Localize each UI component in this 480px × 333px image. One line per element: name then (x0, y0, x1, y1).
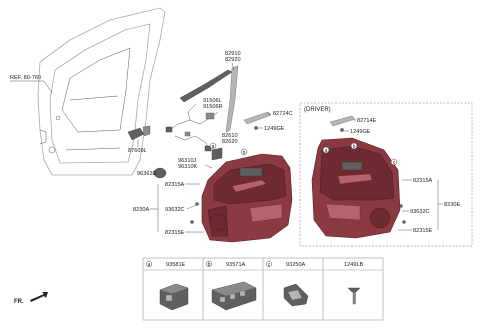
label-8230e: 8230E (444, 202, 460, 208)
door-trim-driver (311, 137, 401, 239)
clip-93632c-a2 (190, 220, 194, 224)
label-82920: 82920 (225, 57, 241, 63)
label-8230a: 8230A (133, 207, 149, 213)
table-code-93250a: 93250A (286, 262, 306, 268)
clip-93632c-b2 (402, 220, 406, 224)
table-code-93581e: 93581E (166, 262, 186, 268)
door-trim-front (201, 153, 293, 243)
callout-a-text: a (212, 144, 215, 150)
table-callout-a (145, 260, 153, 268)
table-callout-c (265, 260, 273, 268)
wiring-harness (165, 103, 219, 152)
latch-82610 (211, 147, 223, 161)
clip-93632c-b (399, 204, 403, 208)
trim-strip-82714e (329, 115, 356, 127)
table-code-93571a: 93571A (226, 262, 246, 268)
callout-b-front[interactable] (240, 148, 248, 156)
label-82315e-a: 82315E (165, 230, 185, 236)
parts-table (142, 257, 384, 321)
label-82620: 82620 (222, 139, 238, 145)
speaker-96363d (153, 167, 167, 179)
callout-b-driver-text: b (353, 144, 356, 150)
bracket-87609l (127, 125, 151, 141)
label-93632c-b: 93632C (410, 209, 430, 215)
leader-93632c-a (186, 204, 197, 210)
label-82610: 82610 (222, 133, 238, 139)
ref-label[interactable]: REF. 80-760 (10, 75, 41, 81)
label-96310k: 96310K (178, 164, 198, 170)
screw-1249ge-a (254, 126, 258, 130)
label-87609l: 87609L (128, 148, 147, 154)
part-image-93571a (211, 281, 257, 311)
front-arrow-icon (30, 292, 48, 302)
ref-leader (43, 80, 53, 94)
label-93632c-a: 93632C (165, 207, 185, 213)
callout-a-driver-text: a (325, 148, 328, 154)
label-82315a-b: 82315A (413, 178, 433, 184)
callout-c-driver[interactable] (390, 158, 398, 166)
callout-b-driver[interactable] (350, 142, 358, 150)
part-image-93250a (283, 283, 309, 307)
callout-b-text: b (243, 150, 246, 156)
label-82315a-a: 82315A (165, 182, 185, 188)
label-1249ge-a: 1249GE (264, 126, 285, 132)
label-82315e-b: 82315E (413, 228, 433, 234)
label-82724c: 82724C (273, 111, 293, 117)
label-1249ge-b: 1249GE (350, 129, 371, 135)
callout-a-front[interactable] (209, 142, 217, 150)
table-code-1249lb: 1249LB (344, 262, 364, 268)
driver-label: (DRIVER) (304, 107, 331, 113)
leader-82910 (231, 62, 235, 71)
window-channel (179, 65, 239, 133)
label-82714e: 82714E (357, 118, 377, 124)
table-callout-c-text: c (268, 262, 271, 268)
leader-96310j (204, 164, 213, 169)
part-image-93581e (159, 283, 189, 311)
screw-1249ge-b (340, 128, 344, 132)
label-91506l: 91506L (203, 98, 222, 104)
callout-a-driver[interactable] (322, 146, 330, 154)
driver-box (299, 102, 473, 247)
car-body-frame (37, 7, 166, 176)
table-callout-b-text: b (208, 262, 211, 268)
label-96363d: 96363D (137, 171, 157, 177)
clip-93632c-a (195, 202, 199, 206)
label-82910: 82910 (225, 51, 241, 57)
part-image-1249lb (347, 287, 361, 305)
front-direction-label: FR. (14, 299, 24, 305)
table-callout-b (205, 260, 213, 268)
label-96310j: 96310J (178, 158, 197, 164)
callout-c-driver-text: c (393, 160, 396, 166)
label-91506r: 91506R (203, 104, 223, 110)
trim-strip-82724c (243, 111, 272, 125)
table-callout-a-text: a (148, 262, 151, 268)
